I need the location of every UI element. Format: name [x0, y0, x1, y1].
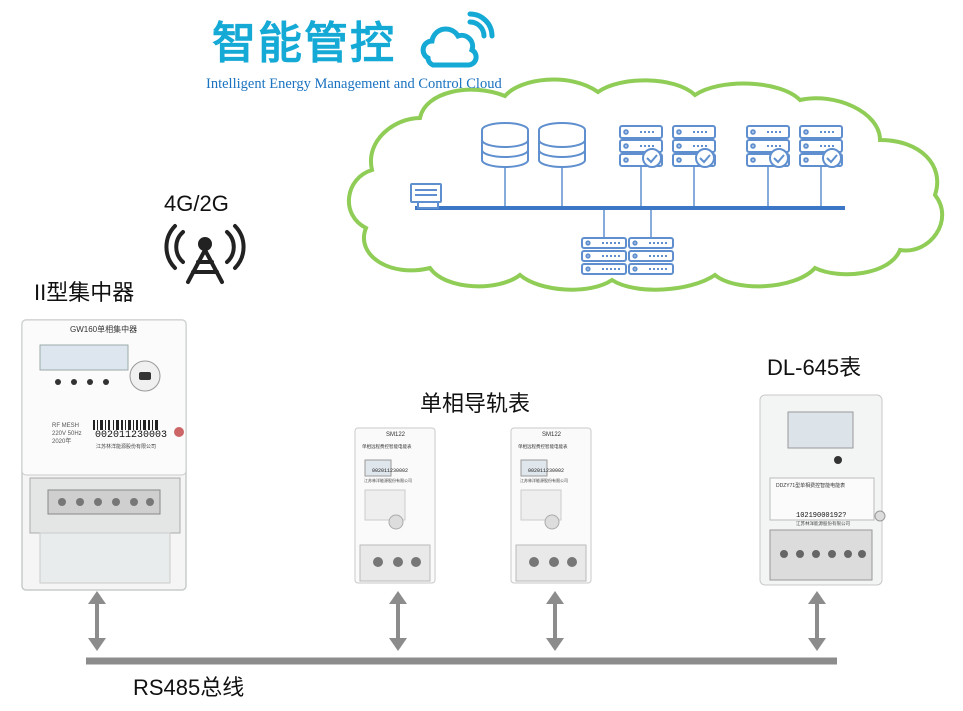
rail-meter-company: 江苏林洋能源股份有限公司: [364, 478, 412, 483]
brand-title: 智能管控: [212, 18, 396, 69]
bidirectional-arrow-icon: [546, 591, 564, 651]
server-check-icon: [799, 125, 843, 168]
server-icon: [581, 237, 627, 275]
rail-meter-device: [354, 427, 436, 584]
signal-tower-icon: [164, 224, 246, 284]
dl645-meter-device: [759, 394, 886, 586]
concentrator-company: 江苏林洋能源股份有限公司: [96, 444, 157, 450]
dl645-meter-serial: 10219000192?: [796, 512, 847, 520]
cloud-shape: [347, 77, 945, 292]
bidirectional-arrow-icon: [389, 591, 407, 651]
concentrator-spec: 220V 50Hz: [52, 431, 82, 437]
dl645-meter-label: DL-645表: [767, 355, 862, 380]
brand-subtitle: Intelligent Energy Management and Contro…: [206, 76, 502, 92]
rail-meter-model: SM122: [542, 432, 562, 438]
bidirectional-arrow-icon: [808, 591, 826, 651]
cloud-logo-icon: [420, 11, 495, 68]
rail-meter-model: SM122: [386, 432, 406, 438]
rail-meter-serial: 002011230002: [528, 468, 565, 474]
server-check-icon: [746, 125, 790, 168]
rail-meter-device: [510, 427, 592, 584]
concentrator-label: II型集中器: [34, 280, 135, 305]
rail-meter-company: 江苏林洋能源股份有限公司: [520, 478, 568, 483]
workstation-icon: [410, 183, 442, 209]
concentrator-model: GW160单相集中器: [70, 325, 138, 334]
rail-meter-label: 单相导轨表: [420, 391, 531, 416]
bus-label: RS485总线: [133, 675, 245, 700]
server-check-icon: [619, 125, 663, 168]
dl645-meter-company: 江苏林洋能源股份有限公司: [796, 521, 850, 526]
database-icon: [538, 122, 586, 168]
server-check-icon: [672, 125, 716, 168]
dl645-meter-title: DDZY71型单相费控智能电能表: [776, 483, 846, 489]
rail-meter-title: 单相远程费控智能电能表: [362, 444, 412, 449]
server-icon: [628, 237, 674, 275]
concentrator-serial: 002011230003: [95, 430, 168, 441]
concentrator-spec: RF MESH: [52, 423, 79, 429]
rail-meter-title: 单相远程费控智能电能表: [518, 444, 568, 449]
network-label: 4G/2G: [164, 191, 229, 216]
concentrator-spec-list: RF MESH 220V 50Hz 2020年: [52, 422, 82, 446]
concentrator-spec: 2020年: [52, 439, 72, 445]
rail-meter-serial: 002011230002: [372, 468, 409, 474]
database-icon: [481, 122, 529, 168]
bidirectional-arrow-icon: [88, 591, 106, 651]
concentrator-device: [21, 319, 187, 591]
